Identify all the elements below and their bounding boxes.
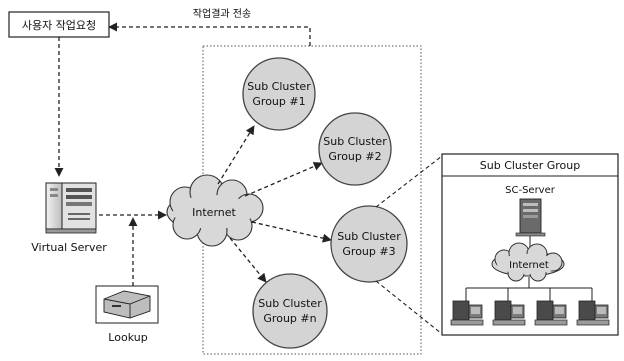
virtual-server: Virtual Server [31, 182, 107, 254]
internet-cloud: Internet [166, 174, 264, 247]
cluster-container [202, 45, 422, 355]
group-3-line1: Sub Cluster [337, 230, 401, 243]
sub-cluster-detail-panel: Sub Cluster Group SC-Server Internet [441, 153, 619, 336]
group-2-line2: Group #2 [328, 150, 381, 163]
group-2-line1: Sub Cluster [323, 135, 387, 148]
result-transfer-label: 작업결과 전송 [193, 7, 251, 20]
group-1-line2: Group #1 [252, 95, 305, 108]
group-n-line1: Sub Cluster [258, 297, 322, 310]
lookup: Lookup [95, 285, 159, 344]
lookup-device-icon [95, 285, 159, 324]
internet-label: Internet [192, 206, 236, 219]
workstation-icon [534, 300, 568, 326]
user-request-label: 사용자 작업요청 [22, 19, 96, 32]
cloud-icon [166, 174, 264, 247]
lookup-label: Lookup [108, 331, 147, 344]
detail-internet-label: Internet [509, 260, 549, 271]
cloud-icon [491, 242, 565, 282]
arrow-to-group-3 [251, 221, 332, 243]
user-request-box: 사용자 작업요청 [8, 11, 110, 38]
result-return-arrow [108, 22, 311, 46]
arrow-to-group-2 [244, 162, 323, 197]
workstation-bus [465, 277, 593, 301]
sub-cluster-group-2: Sub Cluster Group #2 [318, 112, 392, 186]
workstation-icon [492, 300, 526, 326]
group-n-line2: Group #n [263, 312, 316, 325]
sub-cluster-group-1: Sub Cluster Group #1 [242, 57, 316, 131]
zoom-line-bottom [375, 280, 443, 335]
arrow-to-group-n [229, 237, 267, 283]
arrow-to-group-1 [217, 125, 255, 185]
server-icon [45, 182, 97, 234]
sub-cluster-group-3: Sub Cluster Group #3 [330, 205, 408, 283]
virtual-server-label: Virtual Server [31, 241, 107, 254]
sc-server-label: SC-Server [505, 185, 556, 196]
workstation-icon [450, 300, 484, 326]
detail-internet-cloud: Internet [491, 242, 565, 282]
group-1-line1: Sub Cluster [247, 80, 311, 93]
workstation-icon [576, 300, 610, 326]
group-3-line2: Group #3 [342, 245, 395, 258]
detail-panel-title: Sub Cluster Group [480, 159, 580, 172]
sc-server-icon [515, 198, 546, 237]
sub-cluster-group-n: Sub Cluster Group #n [252, 273, 328, 349]
